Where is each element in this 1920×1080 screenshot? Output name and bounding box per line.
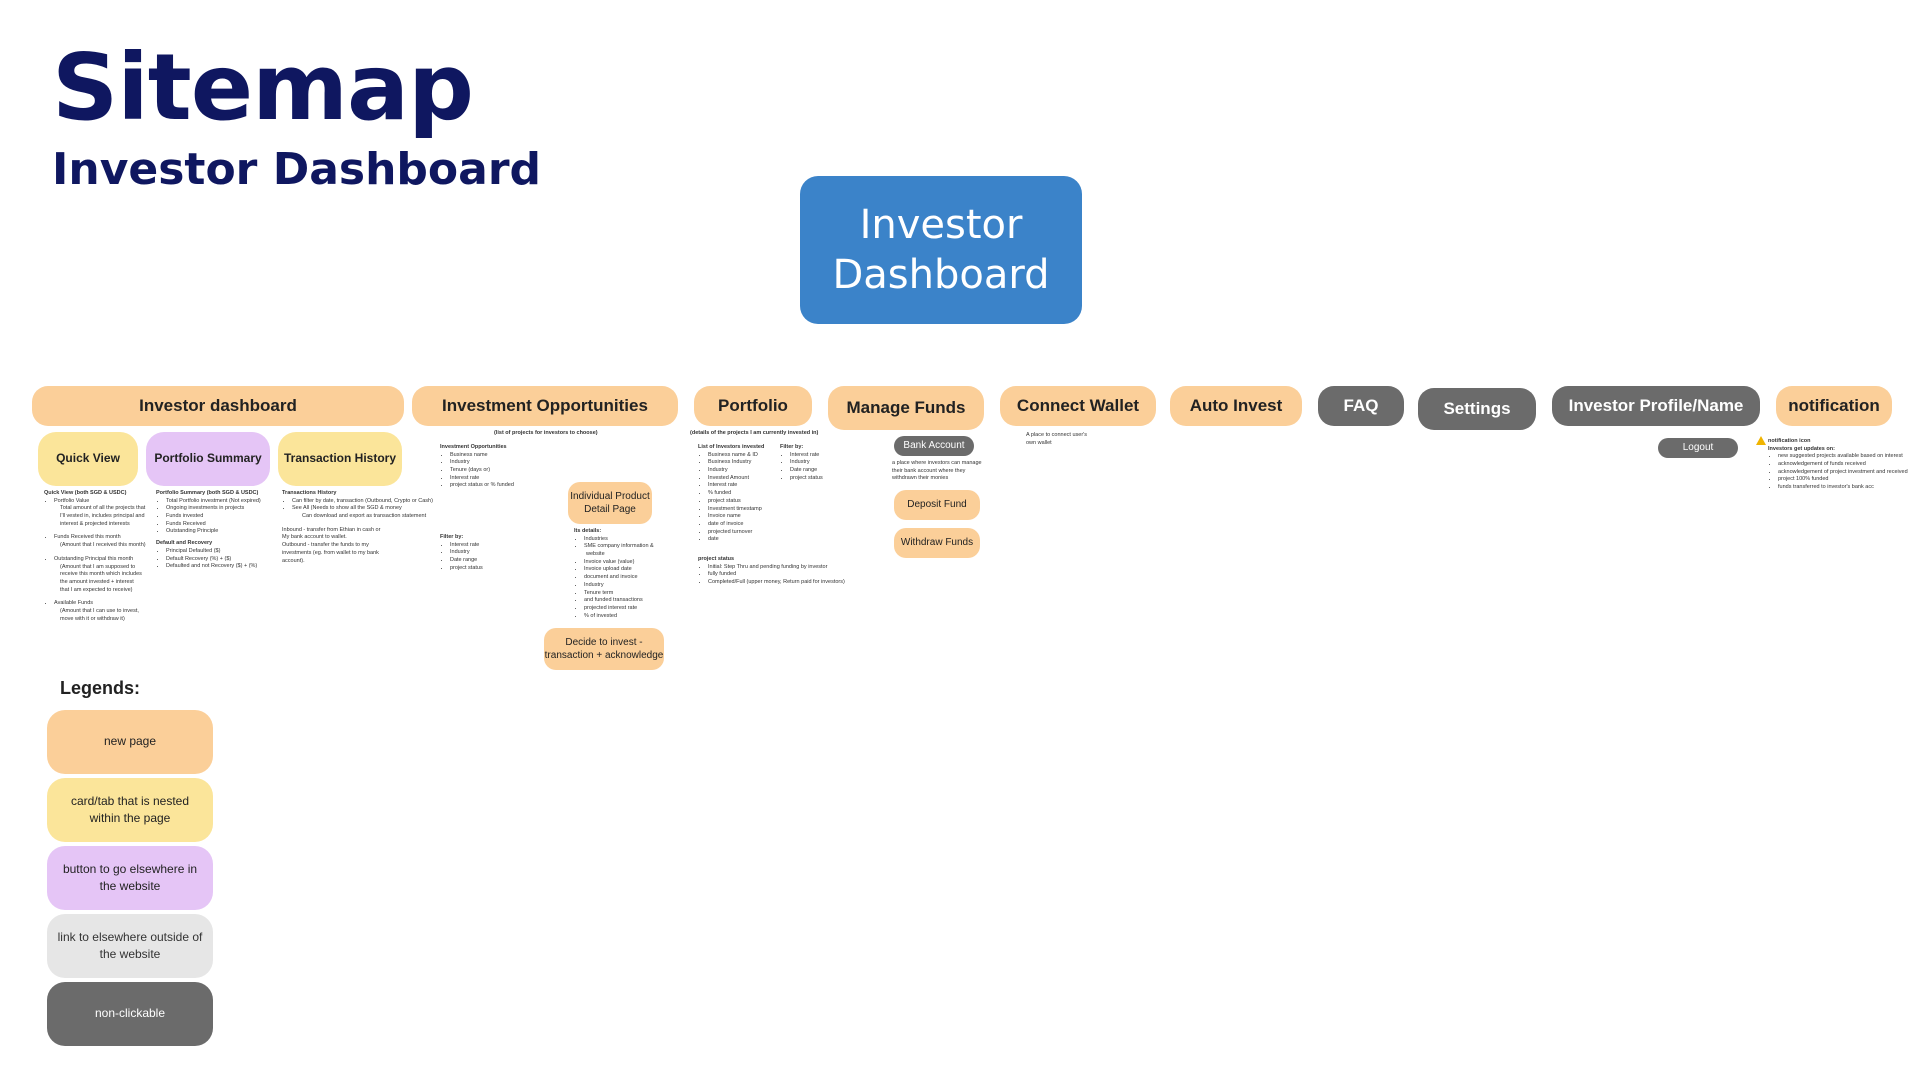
portfolio-summary-notes: Portfolio Summary (both SGD & USDC) Tota… xyxy=(156,490,261,571)
legend-nested-card: card/tab that is nested within the page xyxy=(47,778,213,842)
quick-view-notes: Quick View (both SGD & USDC) Portfolio V… xyxy=(44,490,146,623)
deposit-fund-button: Deposit Fund xyxy=(894,490,980,520)
connect-wallet-notes: A place to connect user's own wallet xyxy=(1026,432,1087,446)
withdraw-funds-button: Withdraw Funds xyxy=(894,528,980,558)
portfolio-filters: Filter by: Interest rate Industry Date r… xyxy=(780,444,823,482)
decide-to-invest-button: Decide to invest - transaction + acknowl… xyxy=(544,628,664,670)
logout-node: Logout xyxy=(1658,438,1738,458)
page-title: Sitemap xyxy=(52,34,474,141)
transaction-history-notes: Transactions History Can filter by date,… xyxy=(282,490,433,565)
node-investor-dashboard: Investor dashboard xyxy=(32,386,404,426)
legend-button-elsewhere: button to go elsewhere in the website xyxy=(47,846,213,910)
legend-new-page: new page xyxy=(47,710,213,774)
page-subtitle: Investor Dashboard xyxy=(52,144,542,195)
root-node-investor-dashboard: Investor Dashboard xyxy=(800,176,1082,324)
investment-opportunities-caption: (list of projects for investors to choos… xyxy=(494,430,598,436)
legend-external-link: link to elsewhere outside of the website xyxy=(47,914,213,978)
investment-opportunities-notes: Investment Opportunities Business name I… xyxy=(440,444,514,490)
node-investment-opportunities: Investment Opportunities xyxy=(412,386,678,426)
notification-notes: notification icon Investors get updates … xyxy=(1756,436,1908,492)
node-manage-funds: Manage Funds xyxy=(828,386,984,430)
legend-non-clickable: non-clickable xyxy=(47,982,213,1046)
warning-icon xyxy=(1756,436,1766,445)
tab-portfolio-summary: Portfolio Summary xyxy=(146,432,270,486)
node-faq: FAQ xyxy=(1318,386,1404,426)
product-detail-notes: Its details: Industries SME company info… xyxy=(574,528,654,620)
portfolio-notes: List of Investors invested Business name… xyxy=(698,444,764,544)
portfolio-caption: (details of the projects I am currently … xyxy=(690,430,819,436)
node-connect-wallet: Connect Wallet xyxy=(1000,386,1156,426)
node-notification: notification xyxy=(1776,386,1892,426)
node-investor-profile: Investor Profile/Name xyxy=(1552,386,1760,426)
individual-product-detail-button: Individual Product Detail Page xyxy=(568,482,652,524)
node-settings: Settings xyxy=(1418,388,1536,430)
bank-account-node: Bank Account xyxy=(894,436,974,456)
investment-opportunities-filters: Filter by: Interest rate Industry Date r… xyxy=(440,534,483,572)
legend-title: Legends: xyxy=(60,678,141,698)
tab-transaction-history: Transaction History xyxy=(278,432,402,486)
node-auto-invest: Auto Invest xyxy=(1170,386,1302,426)
portfolio-project-status: project status Initial: Step Thru and pe… xyxy=(698,556,845,587)
node-portfolio: Portfolio xyxy=(694,386,812,426)
manage-funds-notes: a place where investors can manage their… xyxy=(892,460,982,482)
tab-quick-view: Quick View xyxy=(38,432,138,486)
